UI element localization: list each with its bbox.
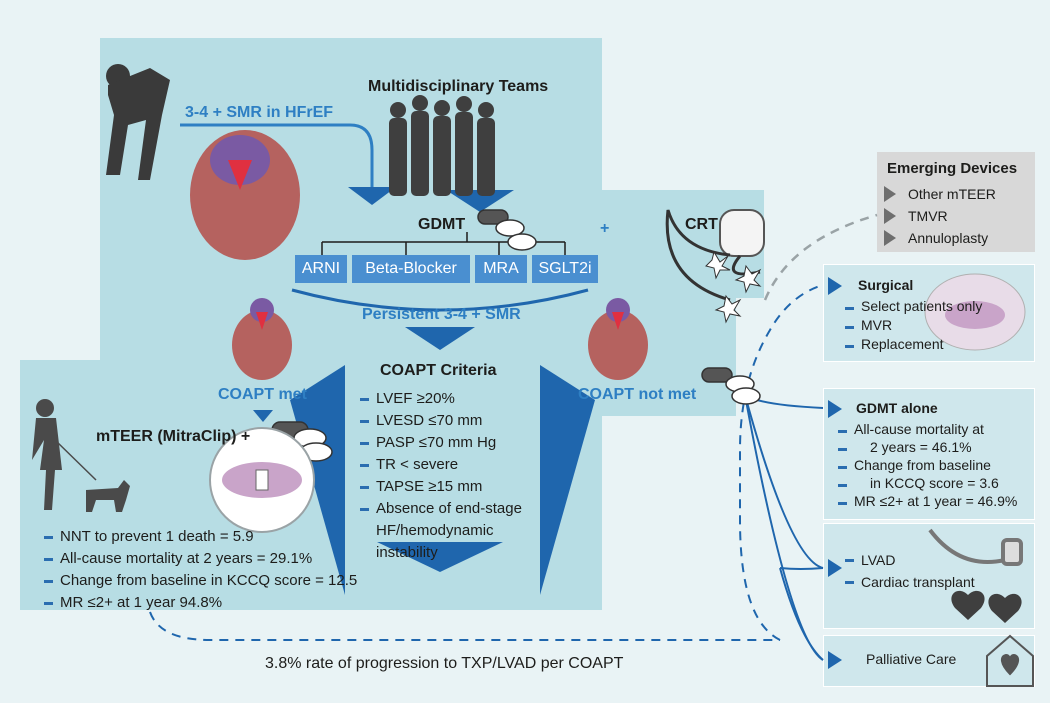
- criteria-item: PASP ≤70 mm Hg: [360, 432, 522, 454]
- gdmt-alone-list: All-cause mortality at 2 years = 46.1% C…: [838, 420, 1017, 510]
- emerging-device-item: Annuloplasty: [908, 230, 989, 246]
- top-panel: [100, 38, 602, 360]
- drug-sglt2i: SGLT2i: [532, 255, 598, 283]
- lvad-list: LVAD Cardiac transplant: [845, 549, 975, 593]
- pill-icon-top: [477, 209, 537, 251]
- mteer-outcomes-list: NNT to prevent 1 death = 5.9 All-cause m…: [44, 526, 357, 614]
- gdmt-alone-panel: [823, 388, 1035, 520]
- gdmt-label: GDMT: [418, 216, 466, 233]
- progression-footer: 3.8% rate of progression to TXP/LVAD per…: [265, 655, 624, 672]
- gdmt-alone-item-continued: 2 years = 46.1%: [838, 438, 1017, 456]
- drug-arni: ARNI: [295, 255, 347, 283]
- criteria-item: LVEF ≥20%: [360, 388, 522, 410]
- heart-illustration-large: [190, 130, 300, 260]
- surgical-item: MVR: [845, 316, 982, 335]
- crt-device-icon: [665, 209, 765, 324]
- drug-mra: MRA: [475, 255, 527, 283]
- criteria-item-continued: instability: [376, 544, 438, 561]
- criteria-item: TAPSE ≥15 mm: [360, 476, 522, 498]
- entry-label: 3-4 + SMR in HFrEF: [185, 104, 334, 121]
- gdmt-alone-item: All-cause mortality at: [838, 420, 1017, 438]
- patient-silhouette: [106, 64, 170, 180]
- criteria-item: Absence of end-stage: [360, 498, 522, 520]
- mteer-outcome: MR ≤2+ at 1 year 94.8%: [44, 592, 357, 614]
- surgical-list: Select patients only MVR Replacement: [845, 297, 982, 354]
- surgical-item: Replacement: [845, 335, 982, 354]
- mteer-title: mTEER (MitraClip) +: [96, 428, 251, 445]
- mteer-outcome: All-cause mortality at 2 years = 29.1%: [44, 548, 357, 570]
- mteer-outcome: Change from baseline in KCCQ score = 12.…: [44, 570, 357, 592]
- emerging-devices-panel: [877, 152, 1035, 252]
- pill-icon-right: [701, 367, 761, 405]
- criteria-item: LVESD ≤70 mm: [360, 410, 522, 432]
- woman-walking-dog-silhouette: [32, 399, 130, 512]
- pill-icon-mteer: [271, 421, 333, 462]
- emerging-devices-title: Emerging Devices: [887, 160, 1018, 177]
- surgical-item: Select patients only: [845, 297, 982, 316]
- criteria-item-continued: HF/hemodynamic: [376, 522, 494, 539]
- coapt-criteria-title: COAPT Criteria: [380, 362, 497, 379]
- emerging-device-item: Other mTEER: [908, 186, 996, 202]
- right-wedge-arrow: [540, 365, 595, 595]
- gdmt-alone-title: GDMT alone: [856, 400, 938, 416]
- criteria-item: TR < severe: [360, 454, 522, 476]
- heart-illustration-left: [232, 298, 292, 380]
- gdmt-alone-item: MR ≤2+ at 1 year = 46.9%: [838, 492, 1017, 510]
- drug-beta-blocker: Beta-Blocker: [352, 255, 470, 283]
- plus-sign: +: [600, 220, 610, 237]
- surgical-title: Surgical: [858, 277, 914, 293]
- gdmt-alone-item: Change from baseline: [838, 456, 1017, 474]
- team-silhouettes: [389, 95, 495, 196]
- mitral-ring-illustration: [924, 273, 1026, 351]
- title-multidisciplinary-teams: Multidisciplinary Teams: [368, 78, 549, 95]
- heart-illustration-right: [588, 298, 648, 380]
- mitraclip-illustration: [209, 427, 315, 533]
- lvad-item: LVAD: [845, 549, 975, 571]
- coapt-met-label: COAPT met: [218, 386, 307, 403]
- coapt-not-met-label: COAPT not met: [578, 386, 697, 403]
- lvad-item: Cardiac transplant: [845, 571, 975, 593]
- gdmt-alone-item-continued: in KCCQ score = 3.6: [838, 474, 1017, 492]
- emerging-device-item: TMVR: [908, 208, 948, 224]
- heart-transplant-icon: [951, 590, 1022, 623]
- palliative-care-title: Palliative Care: [866, 651, 957, 667]
- lvad-device-icon: [928, 528, 1023, 566]
- mteer-outcome: NNT to prevent 1 death = 5.9: [44, 526, 357, 548]
- coapt-criteria-list: LVEF ≥20% LVESD ≤70 mm PASP ≤70 mm Hg TR…: [360, 388, 522, 520]
- crt-label: CRT: [685, 216, 718, 233]
- home-heart-icon: [986, 634, 1034, 687]
- persistent-label: Persistent 3-4 + SMR: [362, 306, 521, 323]
